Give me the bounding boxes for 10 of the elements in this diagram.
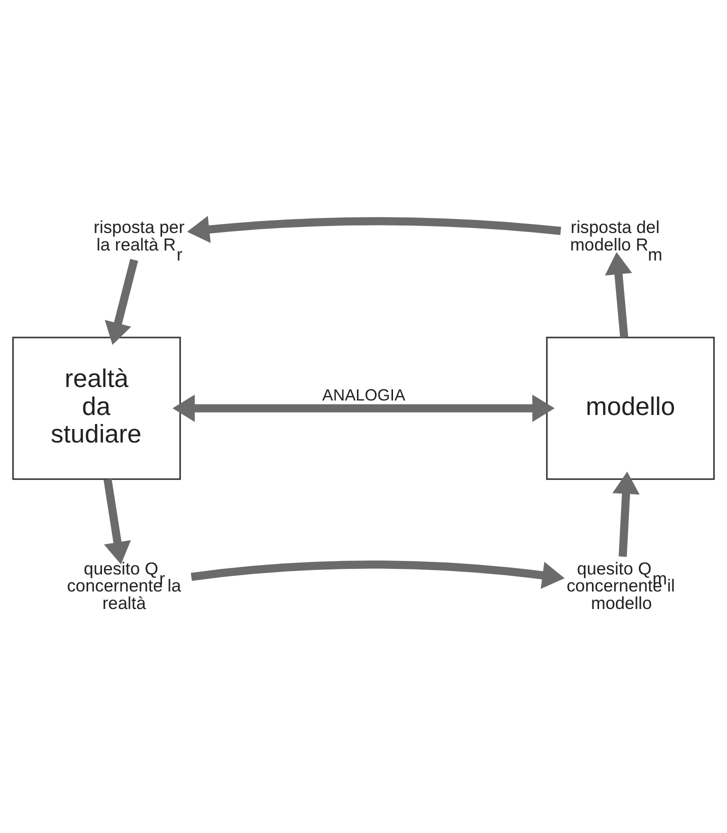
arrow <box>172 394 555 422</box>
arrow <box>187 215 562 242</box>
arrow <box>104 478 131 564</box>
arrow <box>104 258 138 344</box>
arrow <box>604 252 632 338</box>
edge-label: ANALOGIA <box>322 386 406 404</box>
arrow <box>612 471 640 556</box>
node-box: modello <box>546 336 715 480</box>
arrow <box>190 560 565 588</box>
node-box: realtà da studiare <box>12 336 181 480</box>
